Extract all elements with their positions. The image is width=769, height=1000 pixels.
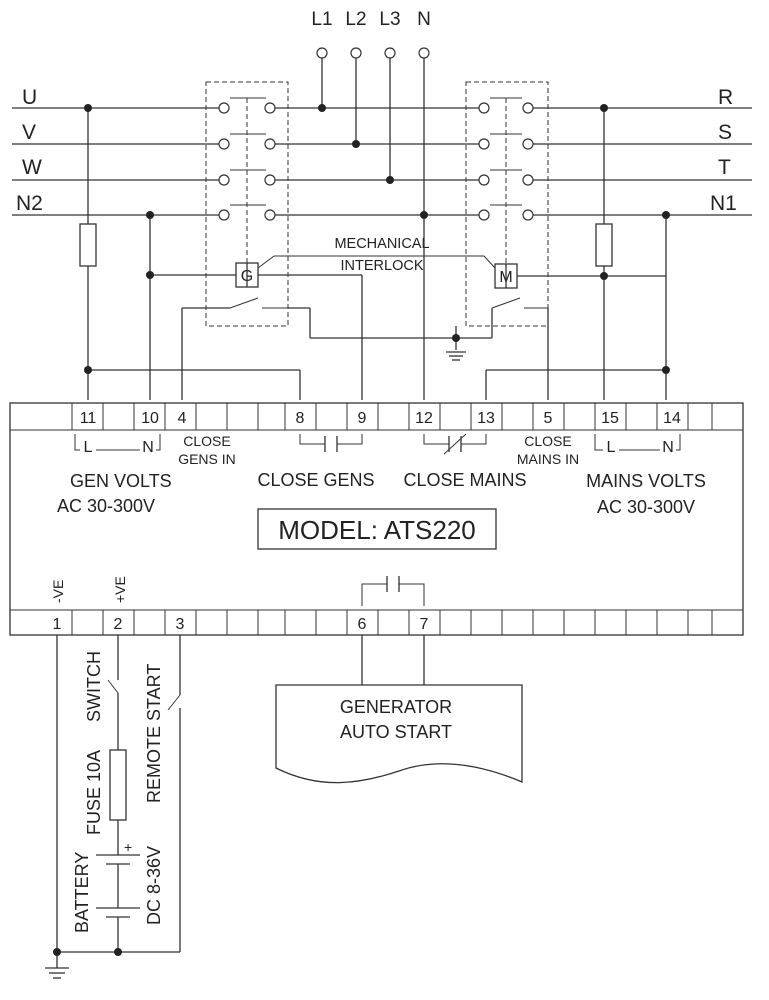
bus-label-s: S	[718, 121, 732, 144]
mains-contactor	[465, 81, 549, 327]
generator-auto-start-label-1: GENERATOR	[340, 697, 452, 717]
switch-label: SWITCH	[84, 651, 104, 722]
close-gens-in-label-2: GENS IN	[178, 451, 236, 467]
coil-wiring	[79, 108, 667, 400]
auto-start-wiring	[361, 635, 425, 685]
bus-label-n2: N2	[16, 192, 43, 215]
close-mains-label: CLOSE MAINS	[403, 470, 526, 490]
gen-volts-label-1: GEN VOLTS	[70, 471, 172, 491]
mains-n-mask	[660, 436, 676, 454]
close-mains-in-label-2: MAINS IN	[517, 451, 579, 467]
gen-n-mask	[140, 436, 156, 454]
bus-label-u: U	[22, 86, 37, 109]
generator-auto-start-box	[275, 684, 523, 784]
auto-start-contact	[361, 576, 425, 606]
terminal-6: 6	[358, 616, 367, 633]
terminal-5: 5	[544, 410, 553, 427]
battery-label: BATTERY	[72, 852, 92, 933]
generator-auto-start-label-2: AUTO START	[340, 722, 452, 742]
gen-volts-label-2: AC 30-300V	[57, 496, 155, 516]
mains-bus-lines	[524, 107, 752, 216]
gen-l-label: L	[84, 439, 93, 456]
bus-label-r: R	[718, 86, 733, 109]
terminal-14: 14	[663, 410, 681, 427]
terminal-1: 1	[53, 616, 62, 633]
terminal-15: 15	[601, 410, 619, 427]
terminal-12: 12	[415, 410, 433, 427]
terminal-13: 13	[477, 410, 495, 427]
mains-n-label: N	[662, 439, 674, 456]
mains-volts-label-1: MAINS VOLTS	[586, 471, 706, 491]
bus-label-t: T	[718, 156, 731, 179]
terminal-4: 4	[178, 410, 187, 427]
terminal-3: 3	[176, 616, 185, 633]
svg-text:+: +	[124, 839, 132, 855]
close-mains-contact	[423, 433, 487, 455]
battery-circuit: +	[45, 635, 181, 979]
supply-terminals	[316, 47, 430, 215]
terminal-10: 10	[141, 410, 159, 427]
close-mains-in-label-1: CLOSE	[524, 433, 571, 449]
remote-start-label: REMOTE START	[144, 664, 164, 803]
model-box	[257, 508, 497, 550]
junction-dots	[84, 104, 670, 374]
mains-volts-label-2: AC 30-300V	[597, 497, 695, 517]
pos-ve-label: +VE	[112, 576, 128, 603]
close-gens-in-label-1: CLOSE	[183, 433, 230, 449]
terminal-11: 11	[80, 410, 97, 427]
bus-label-v: V	[22, 121, 36, 144]
bus-label-n1: N1	[710, 192, 737, 215]
neg-ve-label: -VE	[50, 580, 66, 603]
terminal-9: 9	[358, 410, 367, 427]
generator-bus-lines	[12, 107, 482, 216]
supply-label-n: N	[417, 9, 431, 30]
volt-brackets	[74, 434, 681, 451]
fuse-label: FUSE 10A	[84, 750, 104, 835]
mechanical-interlock-link	[257, 255, 496, 269]
supply-label-l2: L2	[345, 9, 366, 30]
interlock-label-2: INTERLOCK	[341, 258, 424, 274]
supply-label-l1: L1	[311, 9, 332, 30]
mains-l-mask	[603, 436, 619, 454]
mains-l-label: L	[607, 439, 616, 456]
dc-label: DC 8-36V	[144, 846, 164, 925]
close-gens-label: CLOSE GENS	[257, 470, 374, 490]
terminal-2: 2	[114, 616, 123, 633]
supply-label-l3: L3	[379, 9, 400, 30]
gen-n-label: N	[142, 439, 154, 456]
terminal-8: 8	[296, 410, 305, 427]
bottom-terminal-strip	[10, 609, 743, 635]
terminal-7: 7	[420, 616, 429, 633]
generator-contactor	[205, 81, 289, 327]
interlock-label-1: MECHANICAL	[334, 236, 429, 252]
gen-l-mask	[80, 436, 96, 454]
bus-label-w: W	[22, 156, 42, 179]
model-label: MODEL: ATS220	[278, 515, 476, 545]
top-terminal-strip	[10, 403, 743, 431]
close-gens-contact	[299, 434, 363, 452]
